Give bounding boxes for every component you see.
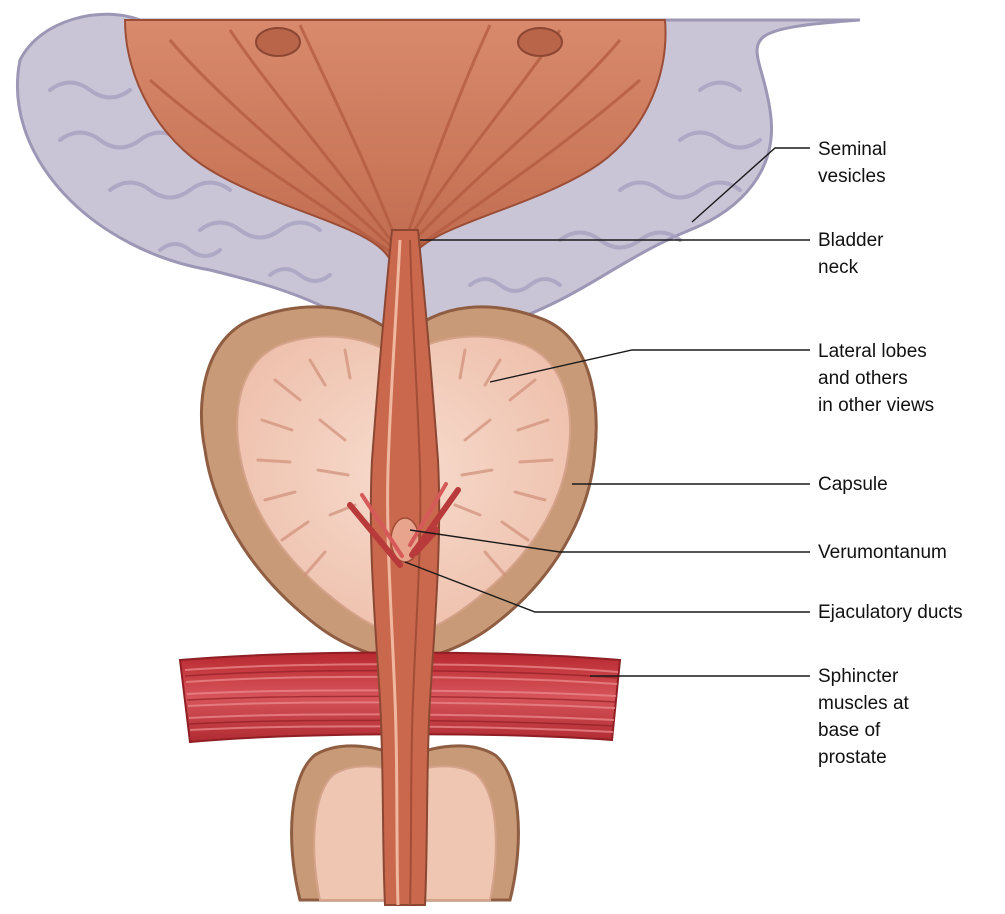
label-line: base of <box>818 717 909 744</box>
label-line: Ejaculatory ducts <box>818 599 963 626</box>
label-seminal-vesicles: Seminal vesicles <box>818 136 887 190</box>
label-line: neck <box>818 254 884 281</box>
label-capsule: Capsule <box>818 471 888 498</box>
label-line: Lateral lobes <box>818 338 934 365</box>
label-line: Bladder <box>818 227 884 254</box>
label-lateral-lobes: Lateral lobes and others in other views <box>818 338 934 419</box>
label-line: Capsule <box>818 471 888 498</box>
label-line: and others <box>818 365 934 392</box>
label-sphincter-muscles: Sphincter muscles at base of prostate <box>818 663 909 771</box>
label-line: vesicles <box>818 163 887 190</box>
label-bladder-neck: Bladder neck <box>818 227 884 281</box>
label-line: Seminal <box>818 136 887 163</box>
label-verumontanum: Verumontanum <box>818 539 947 566</box>
label-line: in other views <box>818 392 934 419</box>
label-line: prostate <box>818 744 909 771</box>
label-ejaculatory-ducts: Ejaculatory ducts <box>818 599 963 626</box>
label-line: Sphincter <box>818 663 909 690</box>
label-line: Verumontanum <box>818 539 947 566</box>
label-line: muscles at <box>818 690 909 717</box>
